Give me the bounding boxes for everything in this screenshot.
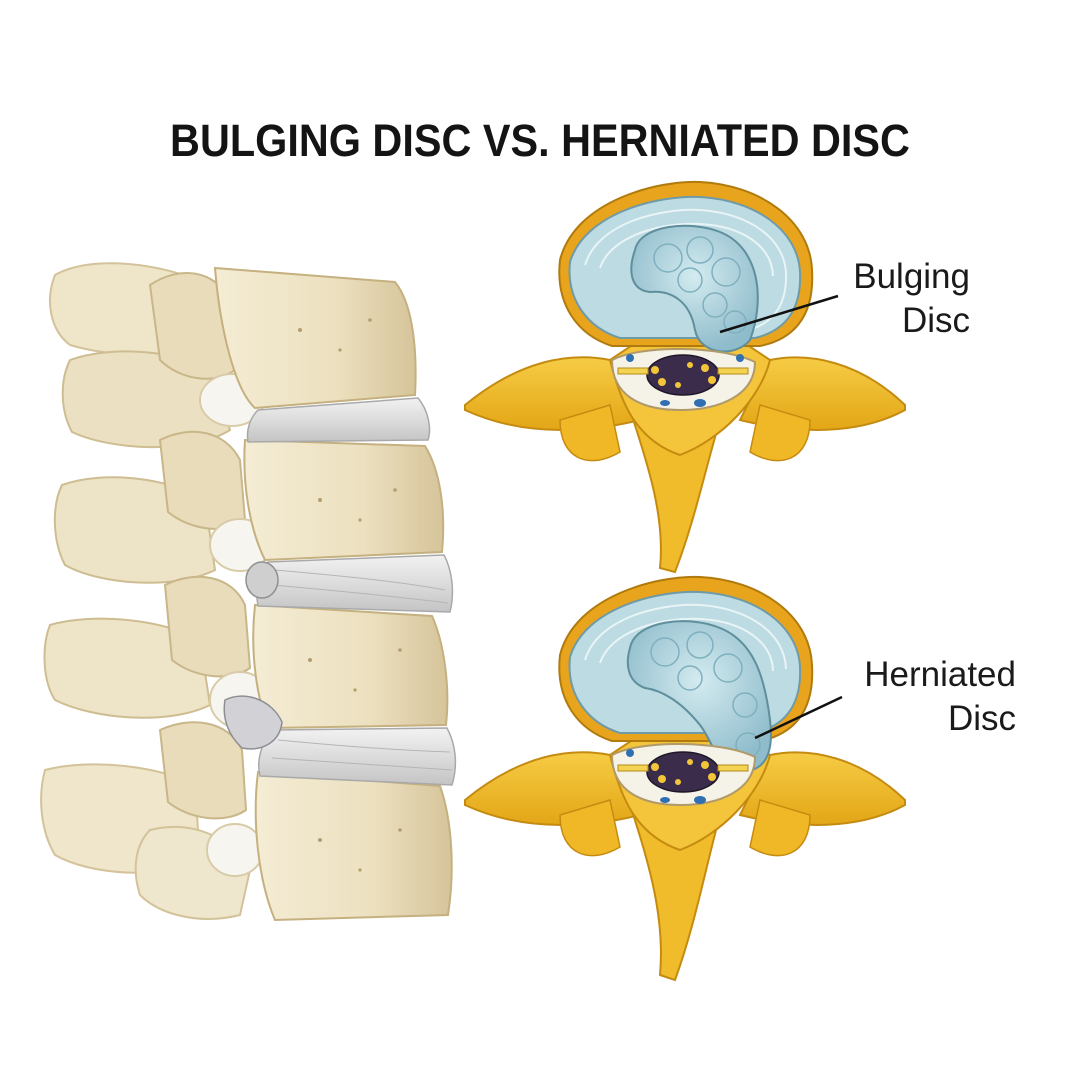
spine-side-view [40, 262, 457, 922]
bulging-leader-line [719, 294, 839, 334]
intervertebral-discs [246, 397, 457, 786]
pedicles [148, 272, 252, 820]
label-herniated-line1: Herniated [864, 655, 1016, 694]
bone-texture [298, 318, 402, 872]
label-bulging-line1: Bulging [853, 257, 970, 296]
label-herniated-disc: Herniated Disc [810, 653, 1016, 741]
label-bulging-disc: Bulging Disc [800, 255, 970, 343]
herniated-leader-line [754, 695, 843, 740]
side-view-bulge [223, 561, 283, 750]
axial-view-bulging [464, 180, 906, 574]
label-herniated-line2: Disc [947, 699, 1016, 738]
diagram-title: BULGING DISC VS. HERNIATED DISC [170, 115, 910, 166]
label-bulging-line2: Disc [901, 301, 970, 340]
axial-view-herniated [464, 575, 906, 982]
vertebral-bodies [213, 266, 453, 922]
